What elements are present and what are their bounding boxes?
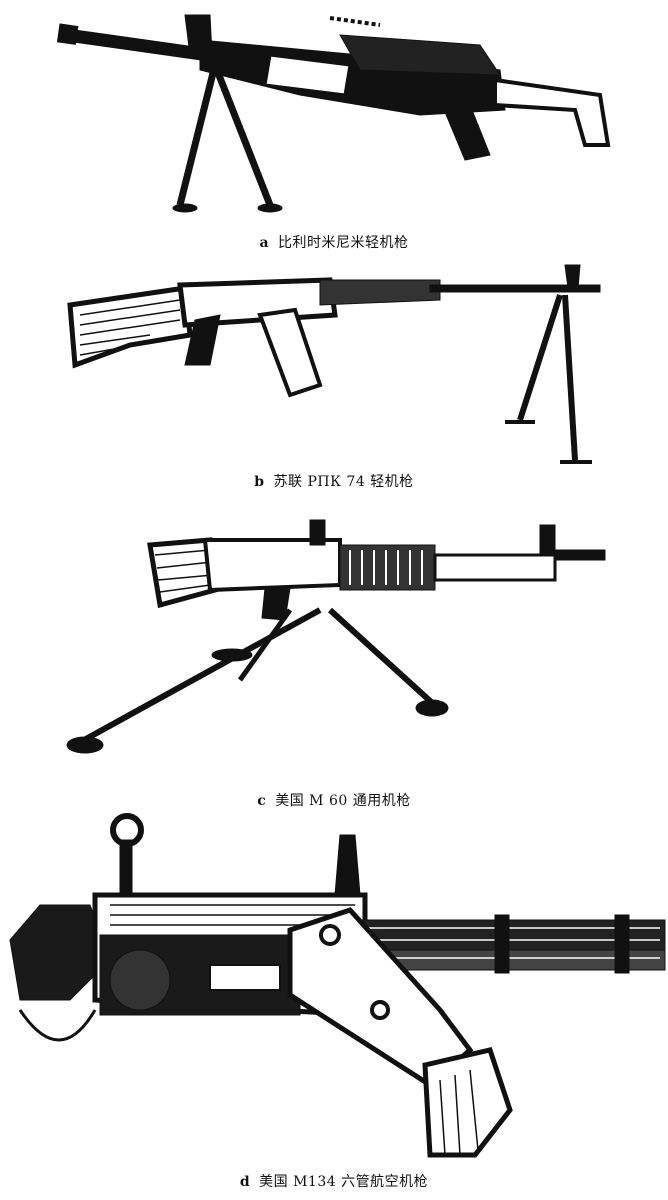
figure-a-tag: a	[259, 235, 270, 251]
rpk74-gun-illustration	[67, 264, 601, 464]
figure-d-caption: d 美国 M134 六管航空机枪	[0, 1171, 668, 1191]
figure-d: d 美国 M134 六管航空机枪	[0, 810, 668, 1200]
figure-b: b 苏联 РПК 74 轻机枪	[0, 260, 668, 500]
figure-c: c 美国 M 60 通用机枪	[0, 500, 668, 810]
m134-gun-illustration	[9, 813, 666, 1158]
figure-b-tag: b	[254, 474, 265, 490]
figure-b-text: 苏联 РПК 74 轻机枪	[273, 474, 414, 490]
figure-a: a 比利时米尼米轻机枪	[0, 0, 668, 260]
figure-c-caption: c 美国 M 60 通用机枪	[0, 790, 668, 810]
figure-c-text: 美国 M 60 通用机枪	[275, 793, 411, 809]
minimi-gun-illustration	[56, 14, 611, 213]
figure-d-text: 美国 M134 六管航空机枪	[259, 1174, 429, 1190]
figure-b-caption: b 苏联 РПК 74 轻机枪	[0, 471, 668, 491]
figure-d-tag: d	[239, 1174, 251, 1190]
figure-c-tag: c	[257, 793, 267, 809]
m60-gun-illustration	[66, 519, 606, 754]
figure-a-caption: a 比利时米尼米轻机枪	[0, 232, 668, 252]
figure-a-text: 比利时米尼米轻机枪	[278, 235, 409, 251]
